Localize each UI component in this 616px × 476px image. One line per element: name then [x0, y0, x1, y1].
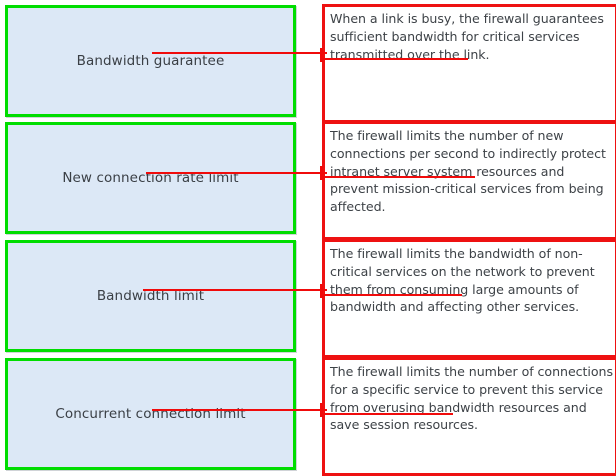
description-underline-row-0 [322, 58, 468, 60]
description-box-bandwidth-limit[interactable]: The firewall limits the bandwidth of non… [322, 239, 616, 358]
diagram-row: Concurrent connection limit The firewall… [0, 357, 616, 476]
description-text: The firewall limits the number of new co… [330, 128, 606, 215]
connector-endpoint-row-1 [320, 166, 323, 180]
concept-label: Bandwidth limit [96, 288, 205, 304]
concept-box-bandwidth-limit[interactable]: Bandwidth limit [5, 240, 296, 352]
description-strikethrough-row-3 [322, 413, 453, 415]
concept-label: Bandwidth guarantee [76, 53, 225, 69]
connector-line-row-3 [152, 409, 327, 411]
description-box-bandwidth-guarantee[interactable]: When a link is busy, the firewall guaran… [322, 4, 616, 123]
concept-box-bandwidth-guarantee[interactable]: Bandwidth guarantee [5, 5, 296, 117]
connector-endpoint-row-3 [320, 403, 323, 417]
connector-endpoint-row-0 [320, 48, 323, 62]
connector-endpoint-row-2 [320, 284, 323, 298]
description-strikethrough-row-2 [322, 294, 462, 296]
diagram-row: New connection rate limit The firewall l… [0, 121, 616, 240]
description-box-new-connection-rate-limit[interactable]: The firewall limits the number of new co… [322, 121, 616, 240]
connector-line-row-0 [152, 52, 327, 54]
concept-box-concurrent-connection-limit[interactable]: Concurrent connection limit [5, 358, 296, 470]
description-text: The firewall limits the number of connec… [330, 364, 613, 433]
concept-label: New connection rate limit [62, 170, 239, 186]
diagram-row: Bandwidth limit The firewall limits the … [0, 239, 616, 358]
diagram-row: Bandwidth guarantee When a link is busy,… [0, 4, 616, 123]
description-text: When a link is busy, the firewall guaran… [330, 11, 604, 62]
connector-line-row-2 [143, 289, 327, 291]
description-box-concurrent-connection-limit[interactable]: The firewall limits the number of connec… [322, 357, 616, 476]
concept-box-new-connection-rate-limit[interactable]: New connection rate limit [5, 122, 296, 234]
connector-line-row-1 [146, 172, 327, 174]
description-strikethrough-row-1 [322, 176, 475, 178]
description-text: The firewall limits the bandwidth of non… [330, 246, 595, 315]
